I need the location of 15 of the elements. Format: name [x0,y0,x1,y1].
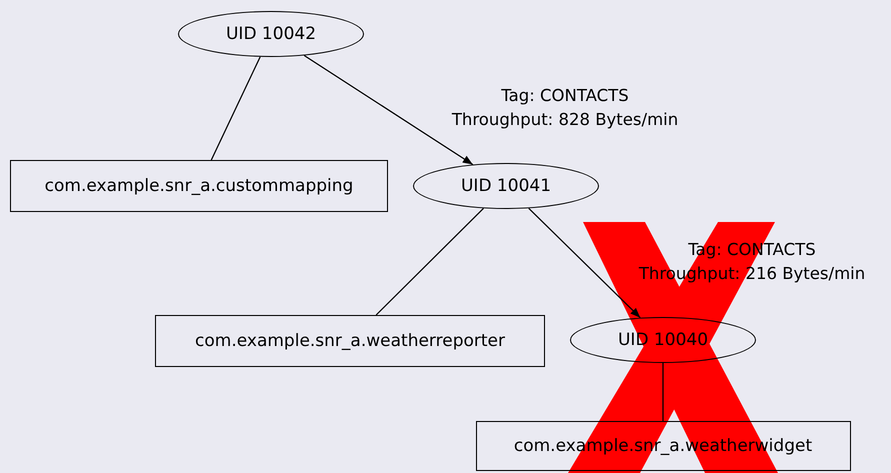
process-box [10,160,388,212]
ellipse-node [570,317,756,363]
node-label: com.example.snr_a.weatherreporter [195,331,505,351]
connector-line [662,363,664,421]
arrow [528,208,641,318]
node-label: UID 10041 [460,176,552,196]
node-label: com.example.snr_a.custommapping [44,176,354,196]
connector-line [376,208,484,316]
ellipse-node [413,163,599,209]
node-label: UID 10042 [226,24,316,44]
connector-line [210,56,261,160]
process-box [155,315,545,367]
ellipse-node [178,11,364,57]
edge-label: Tag: CONTACTS Throughput: 828 Bytes/min [452,85,678,131]
arrow [304,54,474,166]
